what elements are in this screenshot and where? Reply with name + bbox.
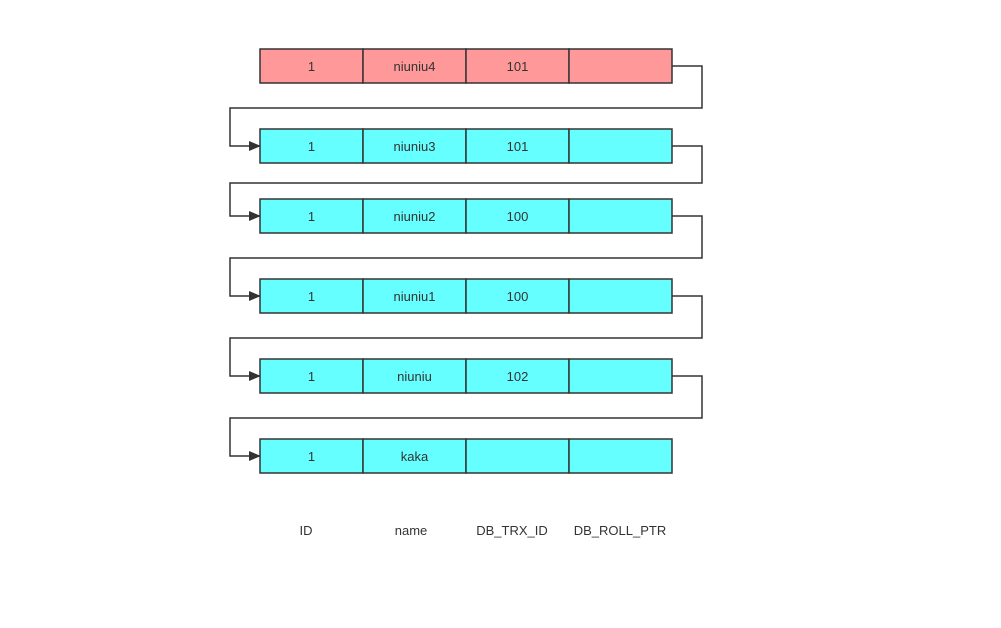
roll-pointer-arrow-4 xyxy=(229,295,703,381)
cell-id: 1 xyxy=(308,369,315,384)
cell-db-roll-ptr-box xyxy=(568,48,673,84)
cell-name-box xyxy=(362,128,467,164)
roll-pointer-arrow-5 xyxy=(229,375,703,461)
cell-id-box xyxy=(259,358,364,394)
cell-db-trx-id-box xyxy=(465,438,570,474)
record-row-4: 1 niuniu1 100 xyxy=(259,278,673,314)
cell-name: niuniu2 xyxy=(394,209,436,224)
cell-db-trx-id: 101 xyxy=(507,59,529,74)
cell-id-box xyxy=(259,198,364,234)
cell-db-roll-ptr-box xyxy=(568,358,673,394)
roll-pointer-arrow-3 xyxy=(229,215,703,301)
cell-id: 1 xyxy=(308,209,315,224)
cell-id: 1 xyxy=(308,139,315,154)
cell-db-roll-ptr-box xyxy=(568,438,673,474)
record-row-2: 1 niuniu3 101 xyxy=(259,128,673,164)
cell-id: 1 xyxy=(308,289,315,304)
cell-db-trx-id-box xyxy=(465,358,570,394)
cell-name: niuniu xyxy=(397,369,432,384)
cell-db-roll-ptr-box xyxy=(568,198,673,234)
cell-db-trx-id: 100 xyxy=(507,289,529,304)
record-row-6: 1 kaka xyxy=(259,438,673,474)
cell-db-trx-id-box xyxy=(465,198,570,234)
cell-id-box xyxy=(259,438,364,474)
cell-db-trx-id: 102 xyxy=(507,369,529,384)
connectors xyxy=(229,65,703,461)
cell-name: kaka xyxy=(401,449,429,464)
cell-db-trx-id: 100 xyxy=(507,209,529,224)
column-label-db-roll-ptr: DB_ROLL_PTR xyxy=(574,523,666,538)
cell-name: niuniu3 xyxy=(394,139,436,154)
cell-name: niuniu1 xyxy=(394,289,436,304)
cell-db-roll-ptr-box xyxy=(568,278,673,314)
cell-name: niuniu4 xyxy=(394,59,436,74)
roll-pointer-arrow-2 xyxy=(229,145,703,221)
record-row-5: 1 niuniu 102 xyxy=(259,358,673,394)
column-label-id: ID xyxy=(300,523,313,538)
record-row-1: 1 niuniu4 101 xyxy=(259,48,673,84)
column-labels: ID name DB_TRX_ID DB_ROLL_PTR xyxy=(300,523,667,538)
cell-db-trx-id: 101 xyxy=(507,139,529,154)
record-rows: 1 niuniu4 101 1 niuniu3 101 1 niuniu2 100 1 niuniu… xyxy=(259,48,673,474)
record-row-3: 1 niuniu2 100 xyxy=(259,198,673,234)
cell-db-trx-id-box xyxy=(465,48,570,84)
cell-name-box xyxy=(362,278,467,314)
cell-id: 1 xyxy=(308,59,315,74)
column-label-name: name xyxy=(395,523,428,538)
cell-db-roll-ptr-box xyxy=(568,128,673,164)
roll-pointer-arrow-1 xyxy=(229,65,703,151)
cell-id: 1 xyxy=(308,449,315,464)
column-label-db-trx-id: DB_TRX_ID xyxy=(476,523,548,538)
